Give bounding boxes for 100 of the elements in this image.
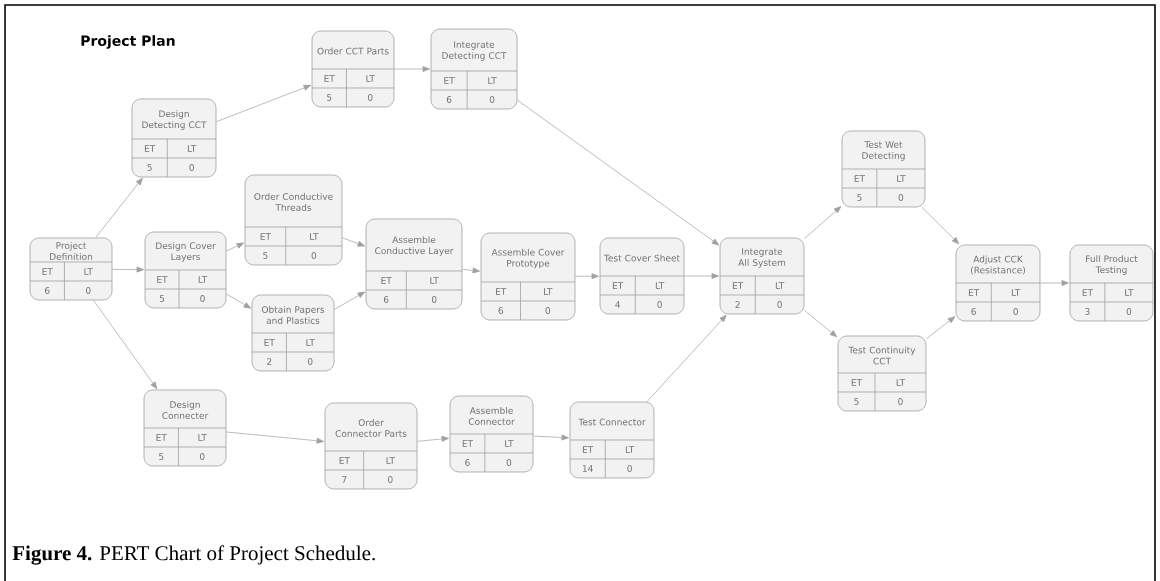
table-cell: LT [544, 288, 553, 295]
arrow [804, 206, 842, 239]
arrow [216, 84, 312, 122]
arrow [926, 316, 956, 340]
table-cell: 5 [159, 453, 164, 460]
table-cell: 0 [489, 96, 495, 103]
table-cell: 0 [199, 453, 205, 460]
table-cell: LT [1125, 289, 1134, 296]
table-cell: ET [339, 457, 350, 464]
diagram-title: Project Plan [81, 35, 175, 49]
arrow [804, 310, 838, 338]
table-cell: 6 [971, 308, 976, 315]
table-cell: LT [306, 339, 315, 346]
table-cell: ET [462, 440, 474, 447]
arrow [575, 273, 599, 280]
arrow [226, 293, 252, 309]
table-cell: 5 [857, 194, 862, 201]
table-cell: 0 [506, 459, 512, 466]
table-cell: 6 [383, 296, 389, 303]
table-cell: 0 [627, 465, 632, 472]
table-cell: LT [430, 277, 439, 284]
table-cell: 5 [159, 295, 165, 302]
table-cell: 0 [1013, 308, 1018, 315]
table-cell: 0 [189, 164, 194, 171]
table-cell: ET [444, 77, 455, 84]
table-cell: LT [187, 145, 197, 152]
table-cell: ET [381, 277, 392, 284]
table-cell: LT [488, 77, 497, 84]
table-cell: 0 [307, 358, 313, 365]
table-cell: 0 [311, 252, 317, 259]
arrow [93, 300, 158, 390]
table-cell: LT [505, 440, 514, 447]
table-cell: ET [612, 282, 624, 289]
figure-caption: Figure 4. PERT Chart of Project Schedule. [12, 545, 375, 565]
table-cell: 3 [1085, 308, 1090, 315]
table-cell: 14 [582, 465, 593, 472]
table-cell: 2 [735, 301, 740, 308]
arrow [226, 431, 324, 444]
table-cell: 0 [777, 301, 782, 308]
arrow [921, 207, 960, 245]
table-cell: 0 [898, 194, 904, 201]
table-cell: LT [655, 282, 665, 289]
table-cell: LT [84, 268, 93, 275]
table-cell: 0 [545, 307, 550, 314]
table-cell: LT [310, 233, 319, 240]
table-cell: 5 [327, 94, 332, 101]
table-cell: 0 [367, 94, 373, 101]
table-cell: LT [198, 434, 207, 441]
arrow [226, 242, 245, 252]
table-cell: 6 [45, 287, 50, 294]
table-cell: 7 [342, 476, 347, 483]
table-cell: ET [144, 145, 156, 152]
table-cell: ET [1082, 289, 1094, 296]
arrow [646, 314, 727, 402]
table-cell: 0 [431, 296, 437, 303]
table-cell: ET [264, 339, 275, 346]
table-cell: 0 [388, 476, 393, 483]
table-cell: ET [582, 446, 594, 453]
arrow [462, 267, 480, 274]
table-cell: LT [198, 276, 208, 283]
table-cell: LT [1011, 289, 1021, 296]
table-cell: ET [851, 379, 863, 386]
table-cell: ET [496, 288, 507, 295]
arrow [334, 291, 366, 310]
table-cell: LT [896, 379, 906, 386]
table-cell: LT [625, 446, 635, 453]
table-cell: 0 [200, 295, 205, 302]
table-cell: ET [156, 434, 167, 441]
arrow [95, 177, 143, 238]
table-cell: LT [775, 282, 785, 289]
table-cell: 0 [898, 398, 903, 405]
table-cell: 6 [465, 459, 470, 466]
arrow [112, 266, 144, 273]
arrow [1040, 280, 1069, 286]
table-cell: LT [897, 175, 906, 182]
table-cell: ET [42, 268, 53, 275]
table-cell: 0 [85, 287, 91, 294]
table-cell: LT [386, 457, 395, 464]
arrow [394, 66, 430, 72]
table-cell: ET [854, 175, 866, 182]
table-cell: 2 [267, 358, 272, 365]
table-cell: 5 [263, 252, 268, 259]
table-cell: 5 [147, 164, 152, 171]
table-cell: LT [366, 75, 375, 82]
arrow [517, 99, 720, 246]
arrow [684, 273, 719, 279]
table-cell: 6 [446, 96, 452, 103]
arrow [342, 237, 366, 247]
table-cell: ET [324, 75, 335, 82]
table-cell: ET [732, 282, 744, 289]
table-cell: ET [968, 289, 980, 296]
table-cell: 6 [498, 307, 504, 314]
table-cell: 0 [657, 301, 662, 308]
arrow [417, 436, 449, 442]
table-cell: 0 [1126, 308, 1132, 315]
table-cell: ET [260, 233, 271, 240]
arrow [533, 434, 569, 441]
table-cell: 4 [615, 301, 620, 308]
table-cell: ET [157, 276, 168, 283]
table-cell: 5 [854, 398, 859, 405]
